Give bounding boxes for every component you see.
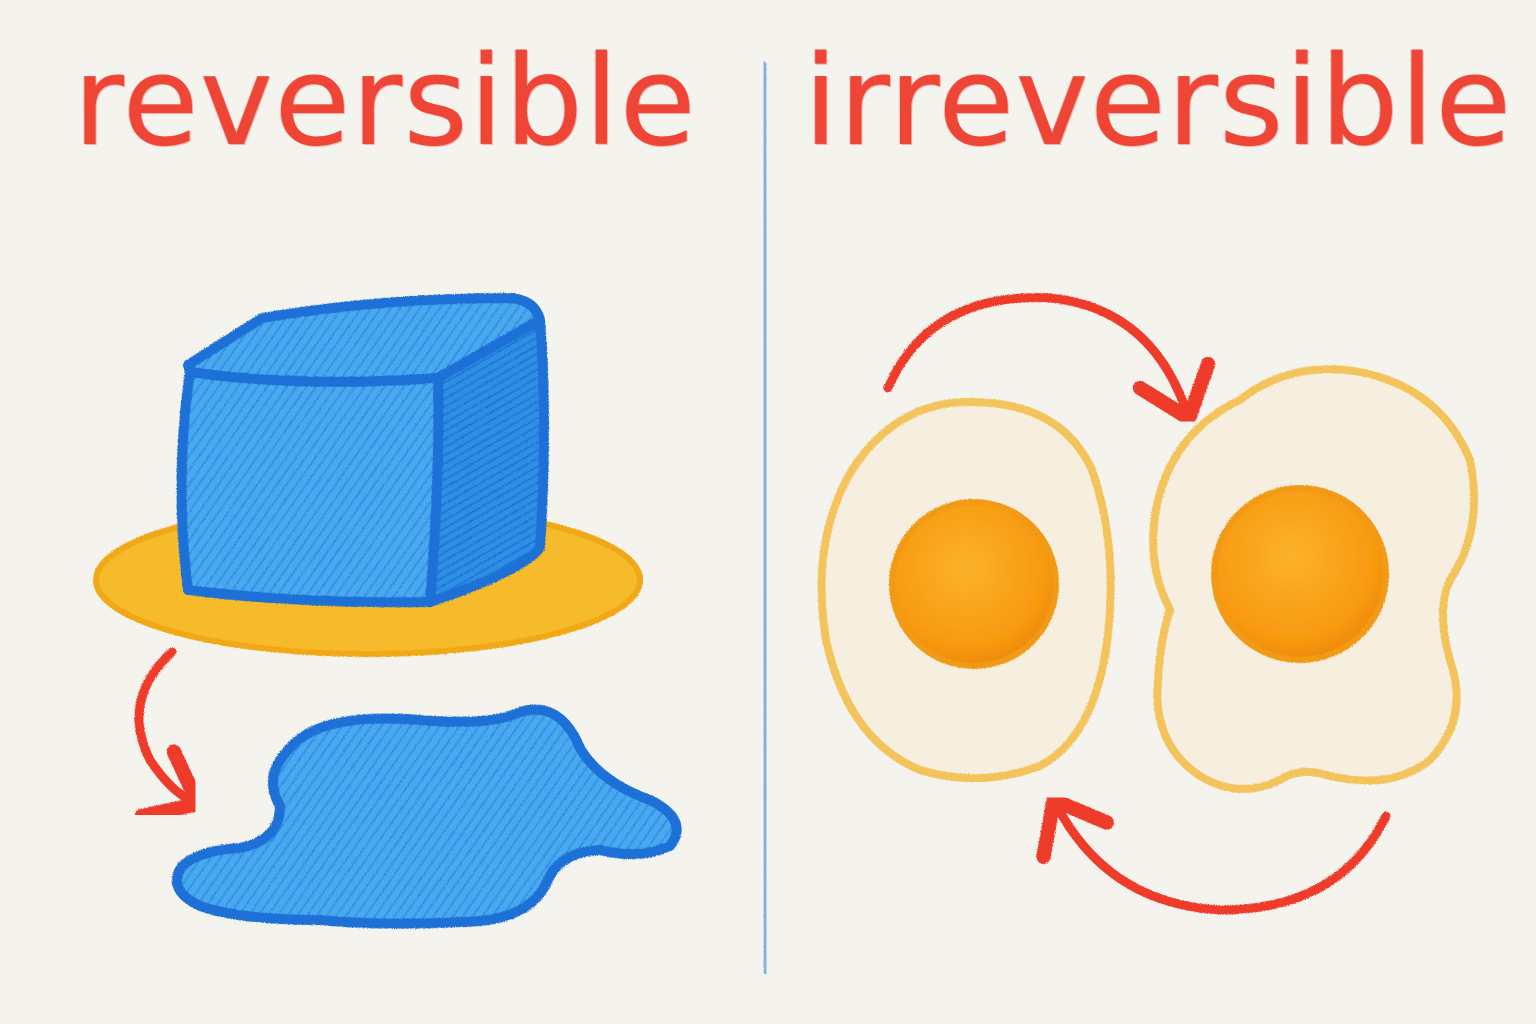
forward-arrow-icon xyxy=(883,293,1216,426)
melt-arrow-icon xyxy=(134,647,206,824)
reversible-title: reversible xyxy=(73,30,697,174)
fried-egg-icon xyxy=(1149,365,1479,793)
raw-egg-icon xyxy=(817,397,1115,783)
ice-cube-icon xyxy=(176,293,549,608)
irreversible-title: irreversible xyxy=(803,30,1513,174)
backward-arrow-icon xyxy=(1036,792,1391,915)
divider-line xyxy=(761,61,769,975)
water-pool-icon xyxy=(172,704,682,929)
fried-egg-yolk xyxy=(1211,485,1389,663)
raw-egg-yolk xyxy=(889,499,1059,669)
